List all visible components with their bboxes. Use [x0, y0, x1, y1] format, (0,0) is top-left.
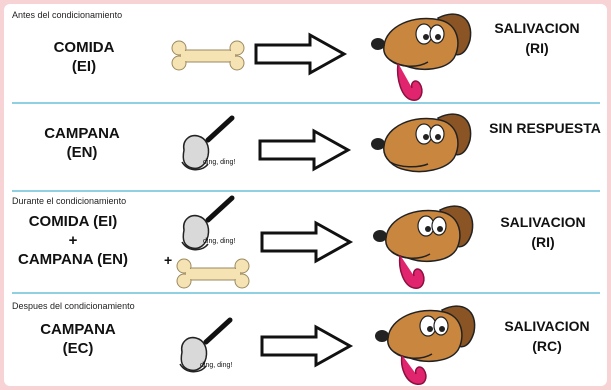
- arrow-icon: [252, 32, 348, 76]
- stimulus-code: (EC): [18, 339, 138, 358]
- stimulus-bell-conditioned: CAMPANA (EC): [18, 320, 138, 358]
- response-no-response: SIN RESPUESTA: [484, 118, 606, 138]
- divider: [12, 292, 600, 294]
- bell-icon: [172, 318, 242, 378]
- ding-text: ding, ding!: [200, 362, 232, 369]
- response-code: (RI): [488, 232, 598, 252]
- stimulus-label: CAMPANA: [18, 320, 138, 339]
- section-label-after: Despues del condicionamiento: [12, 301, 135, 311]
- divider: [12, 102, 600, 104]
- bell-icon: [174, 196, 244, 256]
- bone-icon: [169, 36, 249, 76]
- response-label: SALIVACION: [482, 18, 592, 38]
- arrow-icon: [256, 128, 352, 172]
- dog-head-icon: [368, 200, 488, 296]
- response-label: SALIVACION: [488, 212, 598, 232]
- stimulus-label: CAMPANA (EN): [8, 250, 138, 269]
- dog-head-icon: [366, 8, 486, 108]
- dog-head-icon: [366, 108, 486, 188]
- section-label-before: Antes del condicionamiento: [12, 10, 122, 20]
- plus-sign: +: [164, 252, 172, 268]
- plus-sign: +: [8, 231, 138, 250]
- stimulus-bell: CAMPANA (EN): [22, 124, 142, 162]
- bell-icon: [174, 116, 244, 176]
- stimulus-food-plus-bell: COMIDA (EI) + CAMPANA (EN): [8, 212, 138, 269]
- stimulus-label: CAMPANA: [22, 124, 142, 143]
- response-label: SIN RESPUESTA: [484, 118, 606, 138]
- stimulus-label: COMIDA: [24, 38, 144, 57]
- bone-icon: [174, 254, 254, 294]
- response-label: SALIVACION: [492, 316, 602, 336]
- response-salivation: SALIVACION (RC): [492, 316, 602, 356]
- ding-text: ding, ding!: [203, 159, 235, 166]
- diagram-frame: Antes del condicionamiento COMIDA (EI) S…: [4, 4, 607, 386]
- dog-head-icon: [370, 300, 490, 390]
- divider: [12, 190, 600, 192]
- section-label-during: Durante el condicionamiento: [12, 196, 126, 206]
- response-salivation: SALIVACION (RI): [482, 18, 592, 58]
- response-code: (RC): [492, 336, 602, 356]
- response-salivation: SALIVACION (RI): [488, 212, 598, 252]
- response-code: (RI): [482, 38, 592, 58]
- stimulus-code: (EI): [24, 57, 144, 76]
- arrow-icon: [258, 324, 354, 368]
- ding-text: ding, ding!: [203, 238, 235, 245]
- arrow-icon: [258, 220, 354, 264]
- stimulus-code: (EN): [22, 143, 142, 162]
- stimulus-label: COMIDA (EI): [8, 212, 138, 231]
- stimulus-food: COMIDA (EI): [24, 38, 144, 76]
